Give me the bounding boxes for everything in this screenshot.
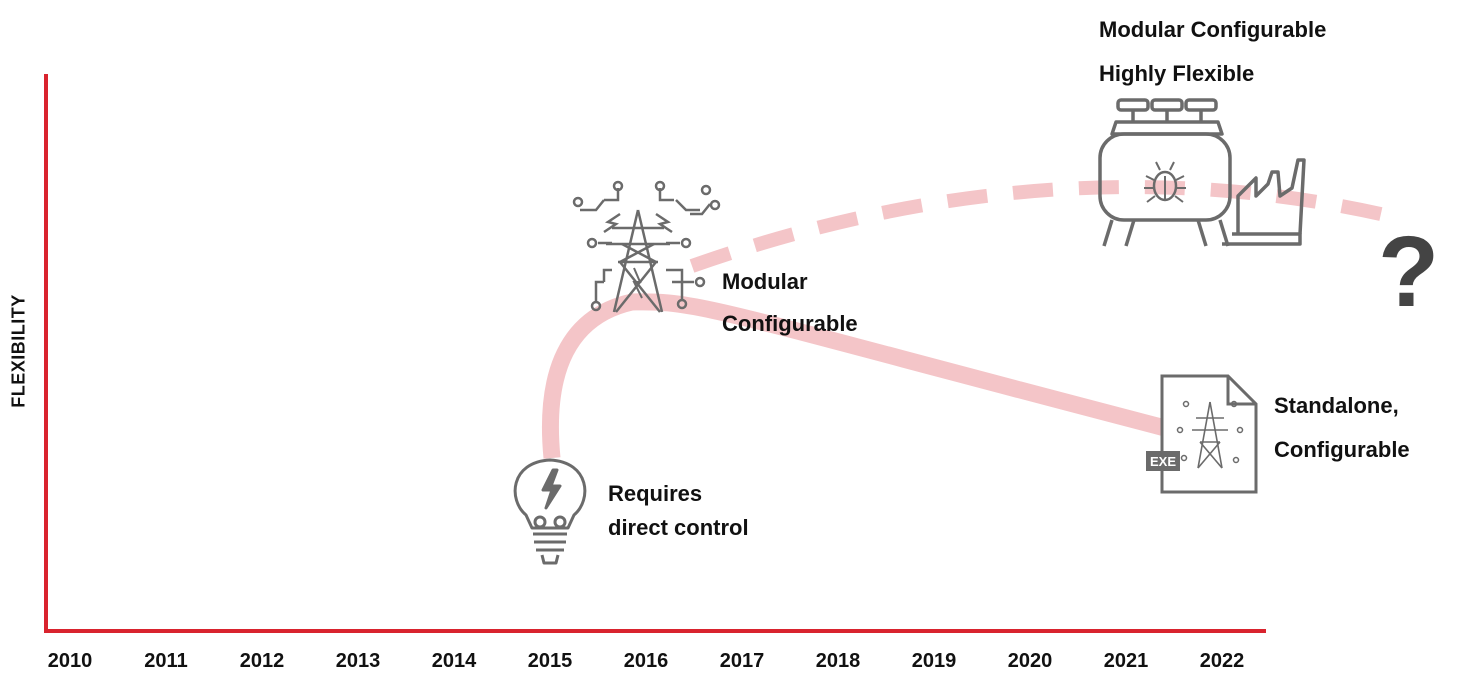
power-tower-circuit-icon [572,180,721,313]
year-label-2022: 2022 [1199,650,1245,672]
y-axis-label-box: FLEXIBILITY [4,266,34,436]
year-label-2015: 2015 [527,650,573,672]
label-future: Modular Configurable Highly Flexible [1099,8,1326,96]
year-label-2017: 2017 [719,650,765,672]
exe-file-icon [1160,374,1258,494]
year-label-2014: 2014 [431,650,477,672]
label-future-line2: Highly Flexible [1099,61,1255,86]
exe-badge-text: EXE [1150,454,1176,469]
label-future-line1: Modular Configurable [1099,17,1327,42]
year-label-2019: 2019 [911,650,957,672]
label-standalone-line1: Standalone, [1274,393,1399,418]
label-modular-line2: Configurable [722,311,858,336]
year-label-2013: 2013 [335,650,381,672]
label-modular-line1: Modular [722,269,808,294]
projection-curve [689,180,1387,273]
y-axis-label: FLEXIBILITY [8,294,29,408]
year-label-2020: 2020 [1007,650,1053,672]
year-label-2016: 2016 [623,650,669,672]
growth-curve [541,293,1168,459]
year-label-2011: 2011 [144,650,188,672]
year-label-2021: 2021 [1103,650,1149,672]
year-label-2018: 2018 [815,650,861,672]
label-standalone-line2: Configurable [1274,437,1410,462]
label-standalone: Standalone, Configurable [1274,384,1410,472]
question-mark: ? [1378,216,1440,328]
label-direct-control-line2: direct control [608,515,749,540]
year-label-2010: 2010 [47,650,93,672]
tank-bug-factory-icon [1098,98,1306,247]
exe-badge [1146,451,1180,471]
label-direct-control-line1: Requires [608,481,703,506]
label-modular: Modular Configurable [722,261,858,345]
label-direct-control: Requires direct control [608,477,749,545]
lightbulb-bolt-icon [513,458,587,565]
year-label-2012: 2012 [239,650,285,672]
